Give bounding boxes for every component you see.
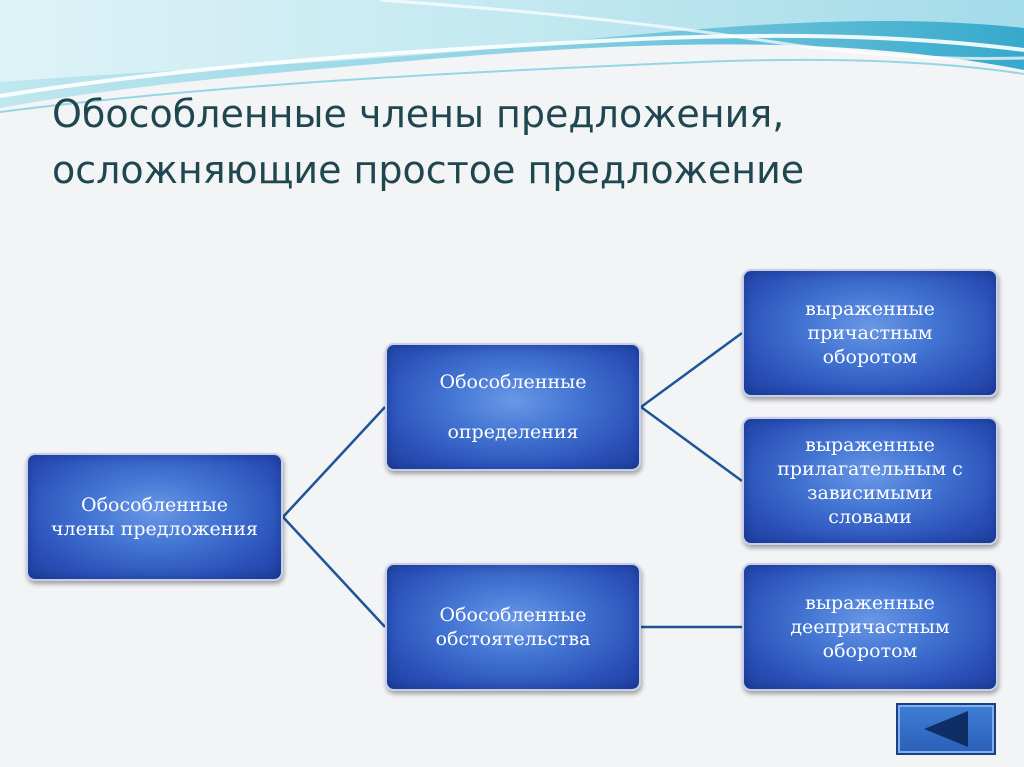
node-gerund-phrase: выраженные деепричастным оборотом: [742, 563, 998, 691]
node-text: определения: [447, 421, 579, 443]
back-button[interactable]: [896, 703, 996, 755]
node-text: Обособленные: [81, 494, 228, 516]
node-text: Обособленные: [439, 604, 587, 626]
node-text: члены предложения: [50, 518, 258, 540]
node-text: выраженные: [805, 434, 935, 456]
node-text: обстоятельства: [435, 628, 591, 650]
node-text: выраженные: [805, 298, 935, 320]
connector-root-circumstances: [282, 516, 386, 628]
node-text: Обособленные: [439, 371, 587, 393]
node-text: прилагательным с: [777, 458, 963, 480]
node-isolated-members: Обособленные члены предложения: [26, 453, 283, 581]
node-text: выраженные: [805, 592, 935, 614]
node-isolated-definitions: Обособленные определения: [385, 343, 641, 471]
node-text: деепричастным: [790, 616, 950, 638]
node-text: зависимыми: [807, 482, 933, 504]
node-text: оборотом: [822, 640, 918, 662]
node-text: причастным: [807, 322, 933, 344]
node-isolated-circumstances: Обособленные обстоятельства: [385, 563, 641, 691]
connector-definitions-adjective: [640, 405, 743, 483]
page-title: Обособленные члены предложения, осложняю…: [52, 86, 992, 198]
title-line-1: Обособленные члены предложения,: [52, 92, 785, 136]
header-wave-decoration: [0, 0, 1024, 113]
title-line-2: осложняющие простое предложение: [52, 148, 805, 192]
node-text: оборотом: [822, 346, 918, 368]
triangle-left-icon: [924, 711, 968, 747]
connector-root-definitions: [282, 406, 386, 518]
node-participial-phrase: выраженные причастным оборотом: [742, 269, 998, 397]
node-adjective-with-dependents: выраженные прилагательным с зависимыми с…: [742, 417, 998, 545]
node-text: словами: [828, 506, 912, 528]
connector-definitions-participial: [640, 331, 743, 409]
